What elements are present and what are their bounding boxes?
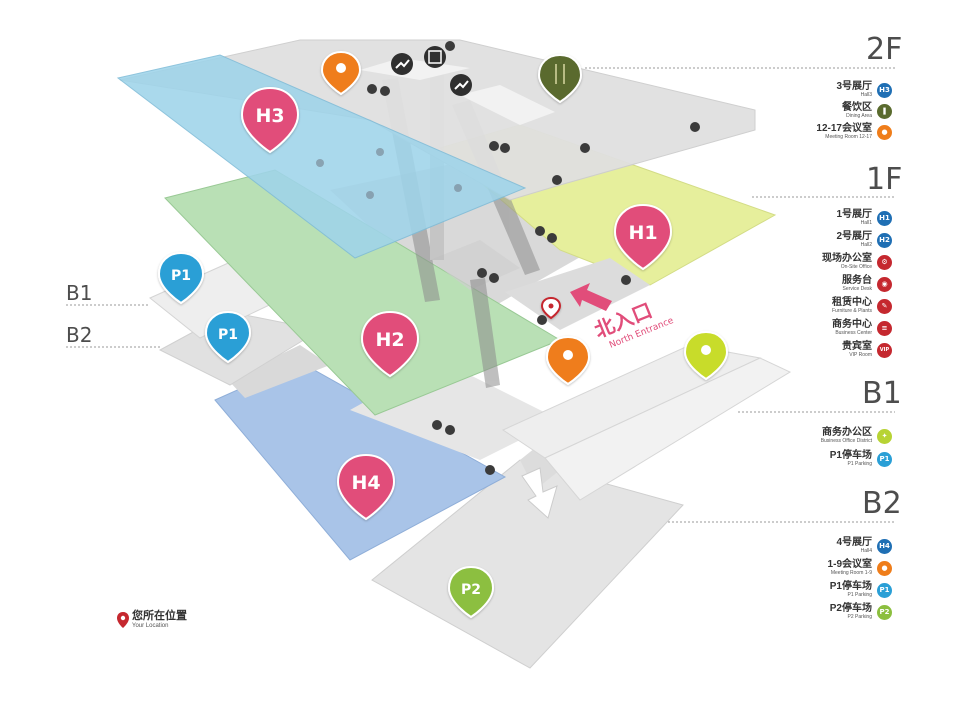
elevator-icon — [445, 41, 455, 51]
p1-b1-label: P1 — [171, 268, 191, 284]
meeting-icon: ● — [877, 124, 892, 140]
arrow-down-icon — [521, 467, 558, 519]
vip-icon: VIP — [877, 342, 892, 358]
service-icon — [580, 143, 590, 153]
business-office-pin[interactable] — [683, 330, 729, 381]
toilet-icon — [535, 226, 545, 236]
floor-label-2f: 2F — [866, 32, 903, 67]
floor-label-b1: B1 — [862, 376, 902, 411]
p1-parking-b2-pin[interactable]: P1 — [204, 310, 252, 364]
dining-icon: ❚ — [877, 103, 892, 119]
your-location-pin — [540, 296, 562, 320]
p1-b2-label: P1 — [218, 327, 238, 343]
location-pin-icon — [117, 612, 129, 628]
elevator-icon — [424, 46, 446, 68]
hall-h1-pin[interactable]: H1 — [613, 203, 673, 271]
elevator-icon — [690, 122, 700, 132]
entrance-arrow-icon — [570, 283, 612, 311]
hall-h4-label: H4 — [351, 472, 380, 494]
meeting-room-12-17-pin[interactable] — [320, 50, 362, 96]
meeting-icon: ● — [877, 560, 892, 576]
your-location-legend: 您所在位置 Your Location — [132, 610, 187, 630]
floor-label-1f: 1F — [866, 162, 903, 197]
p1-parking-icon: P1 — [877, 582, 892, 598]
toilet-icon — [500, 143, 510, 153]
p2-label: P2 — [461, 582, 481, 598]
elevator-icon — [485, 465, 495, 475]
hall4-icon: H4 — [877, 538, 892, 554]
meeting-icon — [336, 63, 346, 73]
hall-h2-pin[interactable]: H2 — [360, 310, 420, 378]
office-icon: ⚙ — [877, 254, 892, 270]
side-label-b1: B1 — [66, 281, 93, 305]
toilet-icon — [380, 86, 390, 96]
hall1-icon: H1 — [877, 210, 892, 226]
hall-h3-label: H3 — [255, 105, 284, 127]
business-office-icon: ✦ — [877, 428, 892, 444]
toilet-icon — [489, 141, 499, 151]
p1-parking-b1-pin[interactable]: P1 — [157, 251, 205, 305]
service-desk-icon: ◉ — [877, 276, 892, 292]
furniture-icon: ✎ — [877, 298, 892, 314]
meeting-icon — [563, 350, 573, 360]
floor-label-b2: B2 — [862, 486, 902, 521]
amenity-icons — [316, 41, 700, 475]
toilet-icon — [547, 233, 557, 243]
side-label-b2: B2 — [66, 323, 93, 347]
toilet-icon — [367, 84, 377, 94]
toilet-icon — [432, 420, 442, 430]
hall3-icon: H3 — [877, 82, 892, 98]
toilet-icon — [489, 273, 499, 283]
hall-h3-pin[interactable]: H3 — [240, 86, 300, 154]
floor-2f — [116, 39, 756, 259]
p2-parking-icon: P2 — [877, 604, 892, 620]
elevator-icon — [552, 175, 562, 185]
leader-lines — [66, 67, 895, 523]
hall-h1-label: H1 — [628, 222, 657, 244]
office-icon — [701, 345, 711, 355]
elevator-icon — [537, 315, 547, 325]
location-pins: H3 H1 H2 H4 P1 P1 P2 — [157, 50, 729, 619]
hall-h3-area[interactable] — [116, 54, 527, 259]
escalator-badges — [391, 46, 472, 96]
toilet-icon — [445, 425, 455, 435]
elevator-icon — [621, 275, 631, 285]
hall-h4-pin[interactable]: H4 — [336, 453, 396, 521]
meeting-room-1-9-pin[interactable] — [545, 335, 591, 386]
p1-parking-icon: P1 — [877, 451, 892, 467]
dining-area-pin[interactable] — [537, 53, 583, 104]
p2-parking-pin[interactable]: P2 — [447, 565, 495, 619]
hall2-icon: H2 — [877, 232, 892, 248]
hall-h2-label: H2 — [375, 329, 404, 351]
business-center-icon: ≡ — [877, 320, 892, 336]
toilet-icon — [477, 268, 487, 278]
